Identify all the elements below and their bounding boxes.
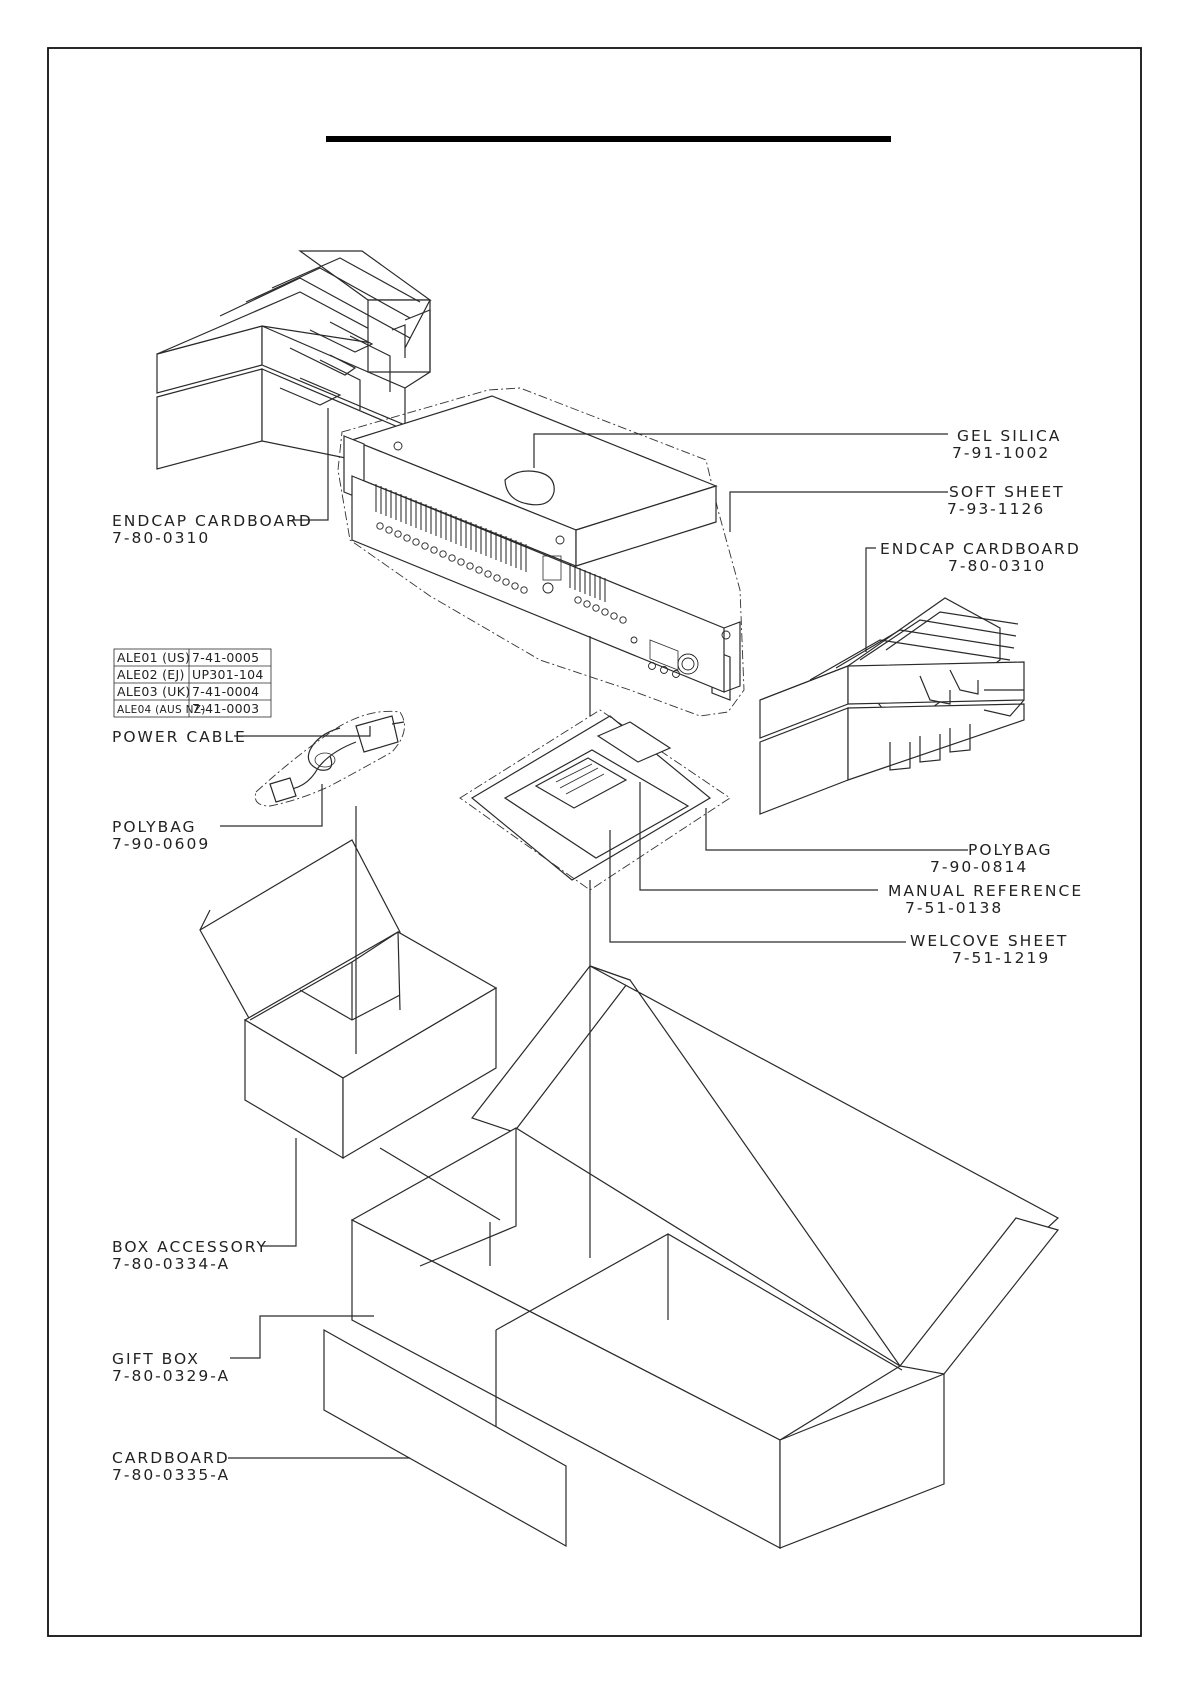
label-endcap-left-name: ENDCAP CARDBOARD xyxy=(112,512,313,530)
gift-box xyxy=(350,965,1060,1549)
eq-slider-bank xyxy=(375,484,606,602)
label-manual-reference-name: MANUAL REFERENCE xyxy=(888,882,1083,900)
label-polybag-docs-name: POLYBAG xyxy=(968,841,1053,859)
label-soft-sheet-name: SOFT SHEET xyxy=(949,483,1065,501)
label-gel-silica-code: 7-91-1002 xyxy=(952,444,1050,462)
box-accessory xyxy=(199,839,498,1160)
label-cardboard-name: CARDBOARD xyxy=(112,1449,230,1467)
title-bar xyxy=(326,136,891,142)
label-welcome-sheet-name: WELCOVE SHEET xyxy=(910,932,1068,950)
endcap-cardboard-right xyxy=(759,597,1025,815)
equalizer-unit xyxy=(337,387,745,717)
label-manual-reference-code: 7-51-0138 xyxy=(905,899,1003,917)
power-cable-table: ALE01 (US) 7-41-0005 ALE02 (EJ) UP301-10… xyxy=(113,648,272,718)
label-cardboard-code: 7-80-0335-A xyxy=(112,1466,230,1484)
label-polybag-docs-code: 7-90-0814 xyxy=(930,858,1028,876)
cardboard-panel xyxy=(323,1328,567,1548)
leader-lines xyxy=(220,408,968,1459)
drawing-frame xyxy=(47,47,1142,1637)
label-box-accessory-code: 7-80-0334-A xyxy=(112,1255,230,1273)
gel-silica-packet xyxy=(504,470,555,506)
table-model-2: ALE02 (EJ) xyxy=(117,667,185,682)
table-code-2: UP301-104 xyxy=(192,667,264,682)
table-model-1: ALE01 (US) xyxy=(117,650,190,665)
label-polybag-cable-code: 7-90-0609 xyxy=(112,835,210,853)
label-gift-box-name: GIFT BOX xyxy=(112,1350,200,1368)
docs-polybag xyxy=(459,709,731,891)
label-endcap-right-code: 7-80-0310 xyxy=(948,557,1046,575)
part-labels: ENDCAP CARDBOARD 7-80-0310 GEL SILICA 7-… xyxy=(112,427,1083,1484)
label-polybag-cable-name: POLYBAG xyxy=(112,818,197,836)
label-gel-silica-name: GEL SILICA xyxy=(957,427,1061,445)
power-cable-polybag xyxy=(254,710,405,807)
knob-row xyxy=(376,522,699,678)
table-model-3: ALE03 (UK) xyxy=(117,684,190,699)
table-code-3: 7-41-0004 xyxy=(192,684,259,699)
table-code-1: 7-41-0005 xyxy=(192,650,259,665)
label-soft-sheet-code: 7-93-1126 xyxy=(947,500,1045,518)
table-code-4: 7-41-0003 xyxy=(192,701,259,716)
label-endcap-left-code: 7-80-0310 xyxy=(112,529,210,547)
label-power-cable: POWER CABLE xyxy=(112,728,247,746)
assembly-lines xyxy=(355,636,591,1266)
table-model-4: ALE04 (AUS NZ) xyxy=(117,704,206,716)
label-gift-box-code: 7-80-0329-A xyxy=(112,1367,230,1385)
endcap-cardboard-left xyxy=(156,250,432,471)
label-endcap-right-name: ENDCAP CARDBOARD xyxy=(880,540,1081,558)
soft-sheet-outline xyxy=(337,387,745,717)
label-box-accessory-name: BOX ACCESSORY xyxy=(112,1238,268,1256)
label-welcome-sheet-code: 7-51-1219 xyxy=(952,949,1050,967)
